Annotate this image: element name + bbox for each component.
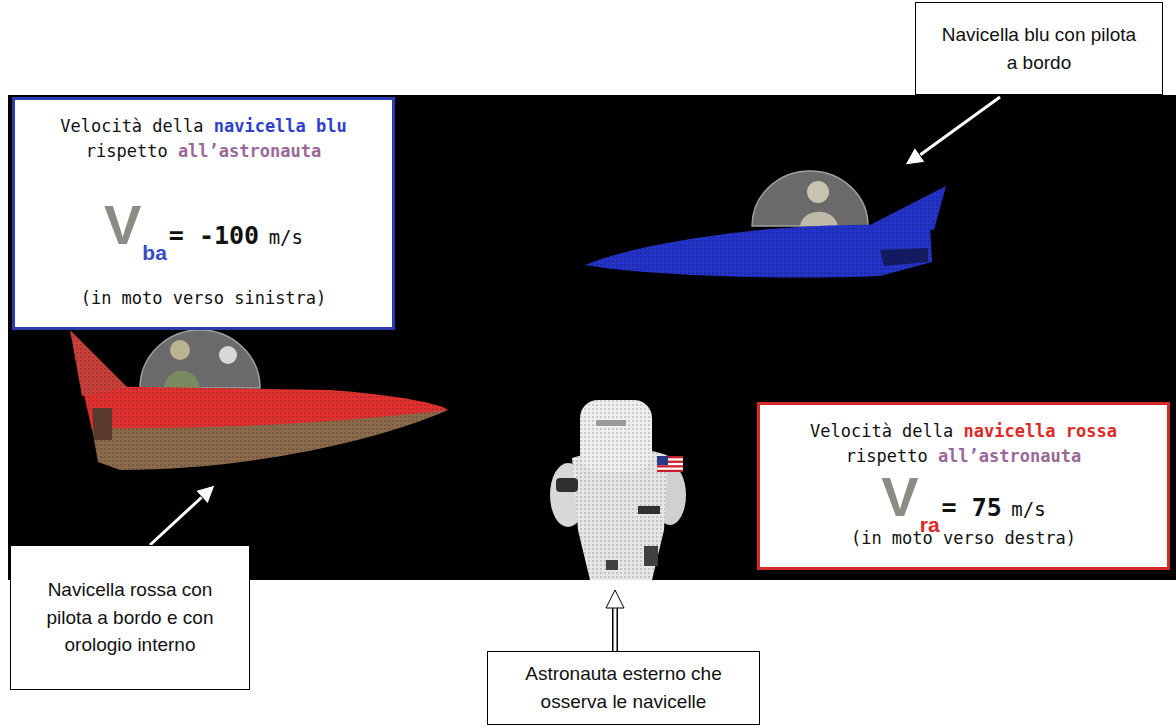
- blue-spaceship: [585, 171, 946, 278]
- text-line: Vba= -100m/s: [104, 197, 303, 253]
- ship-engine: [92, 408, 112, 440]
- ship-engine: [880, 248, 928, 266]
- leader-arrow: [606, 590, 624, 651]
- callout-text: Navicella blu con pilota a bordo: [942, 24, 1136, 73]
- flag-stripe: [657, 465, 683, 467]
- leader-head: [606, 590, 624, 608]
- text-line: Velocità della navicella rossa: [810, 419, 1117, 444]
- velocity-value: = 75: [942, 495, 1002, 520]
- velocity-value: = -100: [169, 223, 259, 248]
- pilot-head: [807, 181, 829, 203]
- text-line: Navicella blu con pilota a bordo: [936, 21, 1142, 76]
- box-text: (in moto verso destra): [851, 528, 1076, 548]
- astronaut-glove: [556, 478, 578, 492]
- text-group: Vra= 75m/s: [881, 469, 1045, 525]
- callout-box: Navicella rossa con pilota a bordo e con…: [10, 545, 250, 690]
- text-group: (in moto verso sinistra): [81, 286, 327, 311]
- text-group: Velocità della navicella rossa rispetto all…: [810, 419, 1117, 468]
- ship-texture: [868, 186, 946, 230]
- velocity-subscript: ba: [142, 242, 167, 263]
- cockpit-dome: [140, 330, 260, 388]
- leader-outline: [150, 497, 202, 545]
- callout-text: Navicella rossa con pilota a bordo e con…: [47, 579, 214, 655]
- ship-underside: [92, 410, 448, 470]
- text-line: Vra= 75m/s: [881, 469, 1045, 525]
- text-group: Vba= -100m/s: [104, 197, 303, 253]
- callout-box: Navicella blu con pilota a bordo: [915, 2, 1163, 95]
- suit-detail: [644, 546, 658, 566]
- callout-text: Astronauta esterno che osserva le navice…: [525, 663, 721, 712]
- box-text: all’astronauta: [938, 446, 1081, 466]
- velocity-symbol: V: [104, 197, 141, 253]
- box-text: navicella rossa: [963, 421, 1117, 441]
- box-text: Velocità della: [810, 421, 953, 441]
- box-text: all’astronauta: [178, 141, 321, 161]
- ship-fin: [70, 330, 128, 396]
- box-text: (in moto verso sinistra): [81, 288, 327, 308]
- ship-fin: [868, 186, 946, 230]
- leader-outline: [612, 607, 618, 651]
- text-line: rispetto all’astronauta: [86, 139, 321, 164]
- suit-detail: [638, 506, 660, 514]
- velocity-box: Velocità della navicella rossa rispetto all…: [757, 402, 1170, 570]
- velocity-symbol: V: [881, 469, 918, 525]
- leader-line: [614, 607, 617, 651]
- clock: [219, 346, 237, 364]
- text-line: (in moto verso sinistra): [81, 286, 327, 311]
- space-background: [8, 95, 1176, 580]
- box-text: navicella blu: [214, 116, 347, 136]
- text-line: Velocità della navicella blu: [60, 114, 347, 139]
- astronaut-helmet: [580, 400, 652, 472]
- pilot-head: [170, 340, 190, 360]
- callout-box: Astronauta esterno che osserva le navice…: [487, 651, 760, 725]
- cockpit-dome: [752, 171, 868, 226]
- text-line: Navicella rossa con pilota a bordo e con…: [31, 576, 229, 659]
- pilot-body: [164, 371, 200, 388]
- ship-texture: [70, 330, 128, 396]
- helmet-texture: [580, 400, 652, 472]
- box-text: rispetto: [846, 446, 928, 466]
- text-group: Astronauta esterno che osserva le navice…: [508, 660, 739, 715]
- leader-arrow: [150, 485, 215, 545]
- text-group: Velocità della navicella blu rispetto all’a…: [60, 114, 347, 163]
- red-spaceship: [70, 330, 448, 470]
- ship-texture: [92, 410, 448, 470]
- us-flag: [657, 456, 683, 472]
- flag-canton: [657, 456, 668, 465]
- leader-head: [196, 485, 215, 504]
- leader-line: [150, 497, 202, 545]
- box-text: rispetto: [86, 141, 168, 161]
- leader-arrow: [905, 97, 1000, 165]
- velocity-box: Velocità della navicella blu rispetto all’a…: [12, 97, 395, 330]
- text-group: (in moto verso destra): [851, 526, 1076, 551]
- ship-body: [585, 224, 932, 278]
- leader-outline: [920, 97, 1000, 155]
- unit-label: m/s: [269, 228, 303, 247]
- pilot-body: [800, 212, 838, 226]
- text-line: (in moto verso destra): [851, 526, 1076, 551]
- text-group: Navicella blu con pilota a bordo: [936, 21, 1142, 76]
- ship-texture: [585, 224, 932, 278]
- leader-line: [920, 97, 1000, 155]
- text-line: rispetto all’astronauta: [846, 444, 1081, 469]
- text-line: Astronauta esterno che osserva le navice…: [508, 660, 739, 715]
- unit-label: m/s: [1011, 500, 1045, 519]
- astronaut: [550, 400, 686, 580]
- suit-detail: [606, 560, 618, 570]
- leader-head: [905, 147, 925, 165]
- helmet-detail: [596, 420, 626, 426]
- flag-stripe: [657, 470, 683, 472]
- box-text: Velocità della: [60, 116, 203, 136]
- text-group: Navicella rossa con pilota a bordo e con…: [31, 576, 229, 659]
